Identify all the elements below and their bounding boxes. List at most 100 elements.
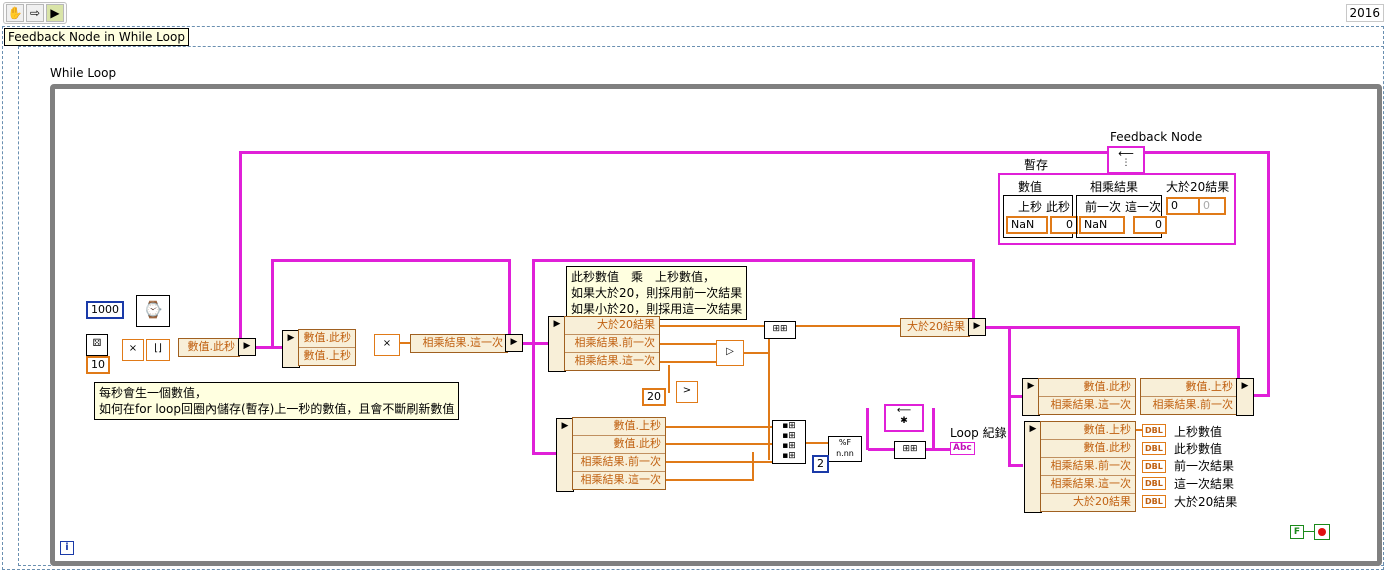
wire-o7 [664,443,772,445]
bundle-row: 數值.此秒 [1039,379,1135,397]
wire-feedback-1 [239,151,242,347]
bundle-value-now[interactable]: 數值.此秒 [178,338,240,357]
wire-o13 [668,365,670,393]
round-icon[interactable]: ⌊⌋ [146,339,170,361]
bundle-row: 大於20結果 [1073,495,1131,508]
wire-o5 [768,330,770,460]
stop-terminal[interactable] [1314,524,1330,540]
col2-sub-label: 前一次 [1085,200,1122,214]
arrow-icon[interactable]: ⇨ [26,4,44,22]
bundle-row: 數值.上秒 [1041,422,1135,440]
random-scale-constant[interactable]: 10 [86,356,110,374]
bundle-row: 數值.上秒 [573,418,665,436]
greater-than-icon[interactable]: > [676,381,698,403]
bundle-row: 數值.此秒 [573,436,665,454]
col1-value[interactable]: NaN [1006,216,1048,234]
string-feedback-node[interactable]: ⟵ ✱ [884,404,924,432]
multiply-icon[interactable]: × [374,334,400,356]
select-icon[interactable]: ▷ [716,340,744,366]
bundle-shift[interactable]: 數值.上秒 相乘結果.前一次 [1140,378,1238,415]
wire-loop-2-top [271,259,511,262]
unbundle-display[interactable]: 數值.上秒 數值.此秒 相乘結果.前一次 相乘結果.這一次 大於20結果 [1040,421,1136,512]
bundle-row: 相乘結果.前一次 [1041,458,1135,476]
comment-top: 此秒數值 乘 上秒數值， 如果大於20，則採用前一次結果 如果小於20，則採用這… [566,266,748,320]
col3-value[interactable]: 0 [1198,197,1226,215]
dbl-indicator[interactable]: DBL [1142,442,1166,455]
col1-sub-label: 上秒 [1018,200,1043,214]
build-array-icon[interactable]: ▪⊞▪⊞▪⊞▪⊞ [772,420,806,464]
bundle-row: 相乘結果.前一次 [573,454,665,472]
hand-icon[interactable]: ✋ [6,4,24,22]
loop-record-label: Loop 紀錄 [950,426,1007,440]
col2-value[interactable]: NaN [1079,216,1125,234]
stop-icon [1318,528,1326,536]
bundle-row: 數值.上秒 [1141,379,1237,397]
dbl-indicator[interactable]: DBL [1142,495,1166,508]
col1-sub-label: 此秒 [1046,200,1071,214]
wire-loop-3-top [532,259,975,262]
temp-cluster[interactable]: 數值 相乘結果 大於20結果 上秒 此秒 NaN 0 前一次 這一次 NaN 0… [998,173,1236,245]
wire-c [532,452,557,455]
bundle-terminal: ▶ [968,318,986,336]
feedback-node[interactable]: ⟵ ⋮ [1107,146,1145,174]
bundle-result-now[interactable]: 相乘結果.這一次 [410,334,508,353]
wait-timer-icon[interactable]: ⌚ [136,295,170,327]
bundle-row: 相乘結果.這一次 [1050,398,1132,411]
wire-b [518,342,548,345]
wire-feedback-top [239,151,1270,154]
false-constant[interactable]: F [1290,525,1304,539]
col2-header: 相乘結果 [1090,180,1139,194]
col2-value[interactable]: 0 [1133,216,1167,234]
comment-bottom: 每秒會生一個數值， 如何在for loop回圈內儲存(暫存)上一秒的數值，且會不… [94,382,460,420]
precision-constant[interactable]: 2 [812,455,829,473]
bundle-row: 數值.上秒 [303,349,352,362]
unbundle-mult[interactable]: 數值.此秒 數值.上秒 [298,329,356,366]
feedback-node-label: Feedback Node [1110,130,1203,144]
bundle-terminal: ▶ [1236,378,1254,416]
bundle-over20[interactable]: 大於20結果 [900,318,970,337]
col3-value[interactable]: 0 [1166,197,1202,215]
wire-loop-2-down [508,259,511,344]
wire-i [932,408,935,450]
wire-feedback-end [1248,394,1270,397]
build-array-icon[interactable]: ⊞⊞ [894,441,926,459]
bundle-row: 數值.此秒 [187,340,236,353]
threshold-constant[interactable]: 20 [642,388,666,406]
wait-ms-constant[interactable]: 1000 [86,301,124,319]
col2-box: 前一次 這一次 NaN 0 [1076,195,1167,238]
comment-line: 如果大於20，則採用前一次結果 [571,286,743,300]
dbl-indicator[interactable]: DBL [1142,477,1166,490]
bundle-row: 相乘結果.前一次 [1152,398,1234,411]
random-dice-icon[interactable]: ⚄ [86,334,108,356]
dbl-indicator[interactable]: DBL [1142,460,1166,473]
bundle-row: 大於20結果 [907,320,965,333]
wire-o3 [658,361,718,363]
wire-o12 [1134,429,1142,431]
wire-d [984,326,1240,329]
dbl-indicator[interactable]: DBL [1142,424,1166,437]
arrow-left-icon: ⟵ [896,405,912,416]
wire-f [868,448,896,451]
wire-o14 [398,342,410,344]
bundle-row: 大於20結果 [565,317,659,335]
comment-line: 如何在for loop回圈內儲存(暫存)上一秒的數值，且會不斷刷新數值 [99,402,455,416]
init-icon: ✱ [900,416,908,426]
build-array-icon[interactable]: ⊞⊞ [764,321,796,339]
unbundle-select[interactable]: 大於20結果 相乘結果.前一次 相乘結果.這一次 [564,316,660,371]
comment-line: 此秒數值 乘 上秒數值， [571,270,716,284]
wire-e2 [1008,464,1023,467]
wire-a [250,346,282,349]
unbundle-format[interactable]: 數值.上秒 數值.此秒 相乘結果.前一次 相乘結果.這一次 [572,417,666,490]
run-icon[interactable]: ▶ [46,4,64,22]
wire-e1 [1008,395,1023,398]
arrow-left-icon: ⟵ [1118,147,1134,160]
multiply-icon[interactable]: × [122,339,144,361]
while-loop[interactable] [50,84,1382,566]
col1-value[interactable]: 0 [1050,216,1078,234]
unbundle-shift[interactable]: 數值.此秒 相乘結果.這一次 [1038,378,1136,415]
loop-record-indicator[interactable]: Abc [950,442,975,455]
wire-stop [1304,531,1314,532]
col3-header: 大於20結果 [1166,180,1230,194]
indicator-label: 上秒數值 [1174,425,1223,439]
